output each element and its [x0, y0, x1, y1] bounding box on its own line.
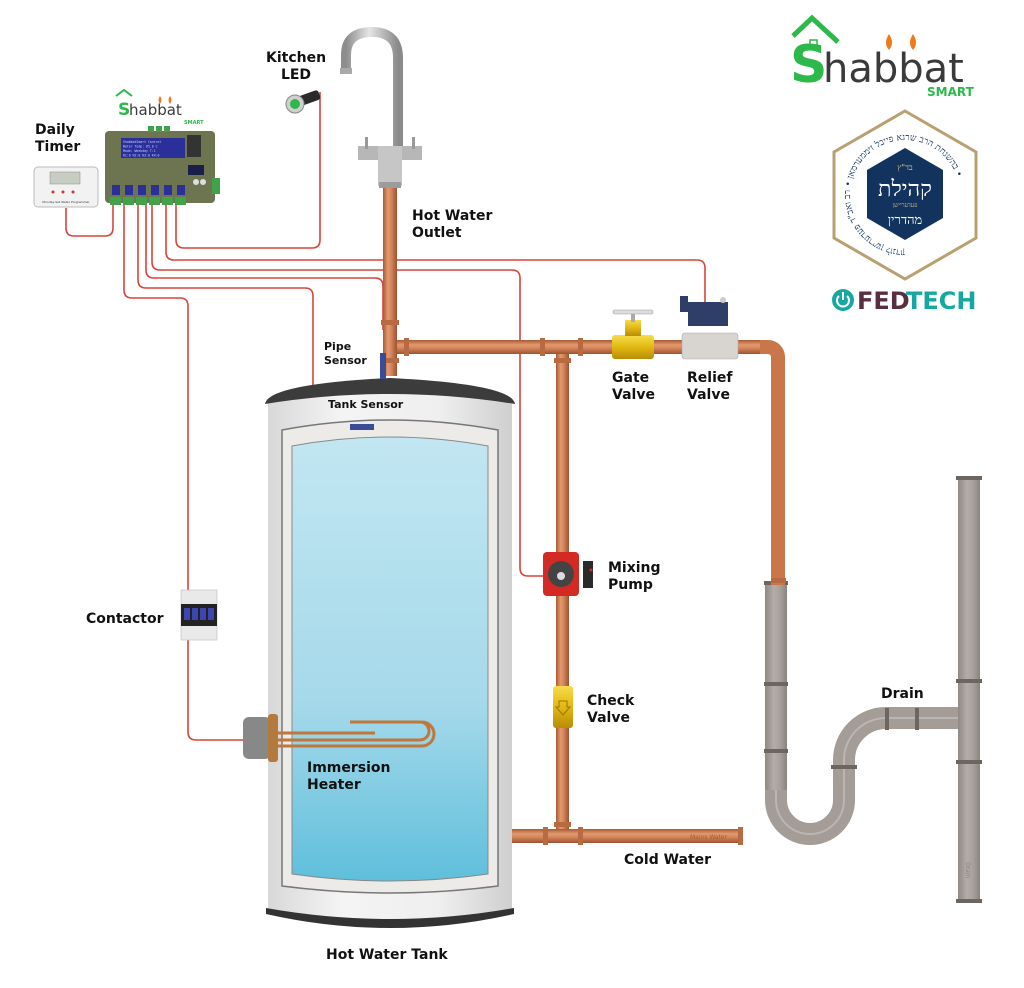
- label-line: Immersion: [307, 760, 391, 776]
- label-line: Relief: [687, 370, 733, 386]
- power-icon: [836, 292, 850, 308]
- screen-line-4: R1:0 R2:0 R3:0 R4:0: [123, 154, 160, 158]
- daily-timer[interactable]: Monday-Sat Water Programmer: [33, 166, 99, 208]
- wire-timer-controller: [65, 205, 114, 237]
- label-line: Pump: [608, 577, 653, 593]
- label-immersion-heater: Immersion Heater: [307, 760, 391, 794]
- label-drain: Drain: [881, 686, 924, 702]
- badge-bottom: מהדרין: [888, 213, 923, 228]
- flame-icon: [158, 96, 172, 104]
- label-cold-water: Cold Water: [624, 852, 712, 868]
- drain-assembly: Drain: [764, 476, 982, 903]
- controller-brand-logo: S habbat SMART: [115, 88, 204, 126]
- tank-bottom-cap: [266, 908, 514, 928]
- kitchen-led: [285, 90, 321, 114]
- badge-sub: פעדעריישן: [893, 202, 918, 209]
- logo-habbat: habbat: [823, 46, 964, 92]
- label-line: Hot Water: [412, 208, 493, 224]
- timer-caption: Monday-Sat Water Programmer: [42, 200, 90, 204]
- label-line: Sensor: [324, 354, 367, 367]
- contactor[interactable]: [180, 589, 218, 641]
- hot-water-tank[interactable]: [265, 378, 515, 928]
- wire-contactor-heater: [187, 640, 243, 741]
- label-line: Daily: [35, 122, 75, 138]
- screen-line-1: ShabbatSmart Control: [123, 140, 161, 144]
- wiring: [65, 92, 706, 741]
- label-line: Valve: [687, 387, 730, 403]
- mixing-pump[interactable]: [543, 552, 593, 596]
- small-logo-text: habbat: [129, 101, 182, 119]
- controller-board[interactable]: ShabbatSmart Control Water Temp: 65.0 C …: [105, 126, 220, 205]
- pipe-sensor-probe: [380, 353, 386, 379]
- screen-line-2: Water Temp: 65.0 C: [123, 145, 158, 149]
- fedtech-tech: TECH: [906, 287, 976, 315]
- wire-kitchen-led: [175, 92, 321, 249]
- flame-icon: [886, 34, 916, 50]
- label-contactor: Contactor: [86, 611, 164, 627]
- drain-pipe-stamp: Drain: [964, 862, 971, 878]
- label-line: Valve: [612, 387, 655, 403]
- flow-arrow-icon: [554, 700, 572, 716]
- label-mixing-pump: Mixing Pump: [608, 560, 661, 594]
- label-check-valve: Check Valve: [587, 693, 634, 727]
- wire-pump: [151, 205, 545, 577]
- fedtech-logo: FED TECH: [832, 287, 976, 315]
- immersion-heater[interactable]: [243, 714, 436, 762]
- tank-top-cap: [265, 378, 515, 404]
- house-icon: [791, 14, 840, 44]
- label-relief-valve: Relief Valve: [687, 370, 732, 404]
- label-line: Gate: [612, 370, 650, 386]
- screen-line-3: Mode: Weekday T:1: [123, 149, 156, 153]
- label-line: Kitchen: [266, 50, 327, 66]
- badge-main: קהילת: [878, 177, 932, 202]
- label-line: LED: [280, 67, 312, 83]
- badge-top: בד"ץ: [897, 163, 913, 172]
- logo-s: S: [790, 35, 827, 95]
- label-line: Check: [587, 693, 635, 709]
- wire-relief-valve: [165, 205, 706, 302]
- label-gate-valve: Gate Valve: [612, 370, 655, 404]
- logo-smart: SMART: [927, 85, 975, 99]
- label-line: Valve: [587, 710, 630, 726]
- label-tank-sensor: Tank Sensor: [328, 398, 404, 411]
- mains-water-stamp: Mains Water: [690, 834, 728, 841]
- check-valve[interactable]: [553, 686, 573, 728]
- gate-valve[interactable]: [612, 309, 654, 359]
- tank-water: [291, 436, 489, 882]
- kosher-certification-badge: בד"ץ קהילת פעדעריישן מהדרין בהשגחת הרב ש…: [832, 109, 978, 281]
- label-daily-timer: Daily Timer: [35, 122, 80, 156]
- tank-sensor-probe: [350, 424, 374, 430]
- wire-contactor: [123, 205, 189, 590]
- label-line: Mixing: [608, 560, 661, 576]
- label-hot-water-tank: Hot Water Tank: [326, 947, 448, 963]
- label-line: Outlet: [412, 225, 462, 241]
- kitchen-faucet[interactable]: [340, 26, 422, 188]
- label-hot-water-outlet: Hot Water Outlet: [412, 208, 492, 242]
- small-logo-sub: SMART: [184, 120, 204, 126]
- label-line: Timer: [35, 139, 81, 155]
- label-line: Pipe: [324, 340, 352, 353]
- label-pipe-sensor: Pipe Sensor: [324, 340, 367, 368]
- label-line: Heater: [307, 777, 361, 793]
- fedtech-fed: FED: [857, 287, 910, 315]
- small-logo-s: S: [118, 100, 130, 120]
- wire-pipe-sensor: [145, 205, 384, 330]
- label-kitchen-led: Kitchen LED: [266, 50, 326, 84]
- shabbat-smart-logo: S habbat SMART: [790, 14, 975, 99]
- relief-valve[interactable]: [680, 296, 739, 360]
